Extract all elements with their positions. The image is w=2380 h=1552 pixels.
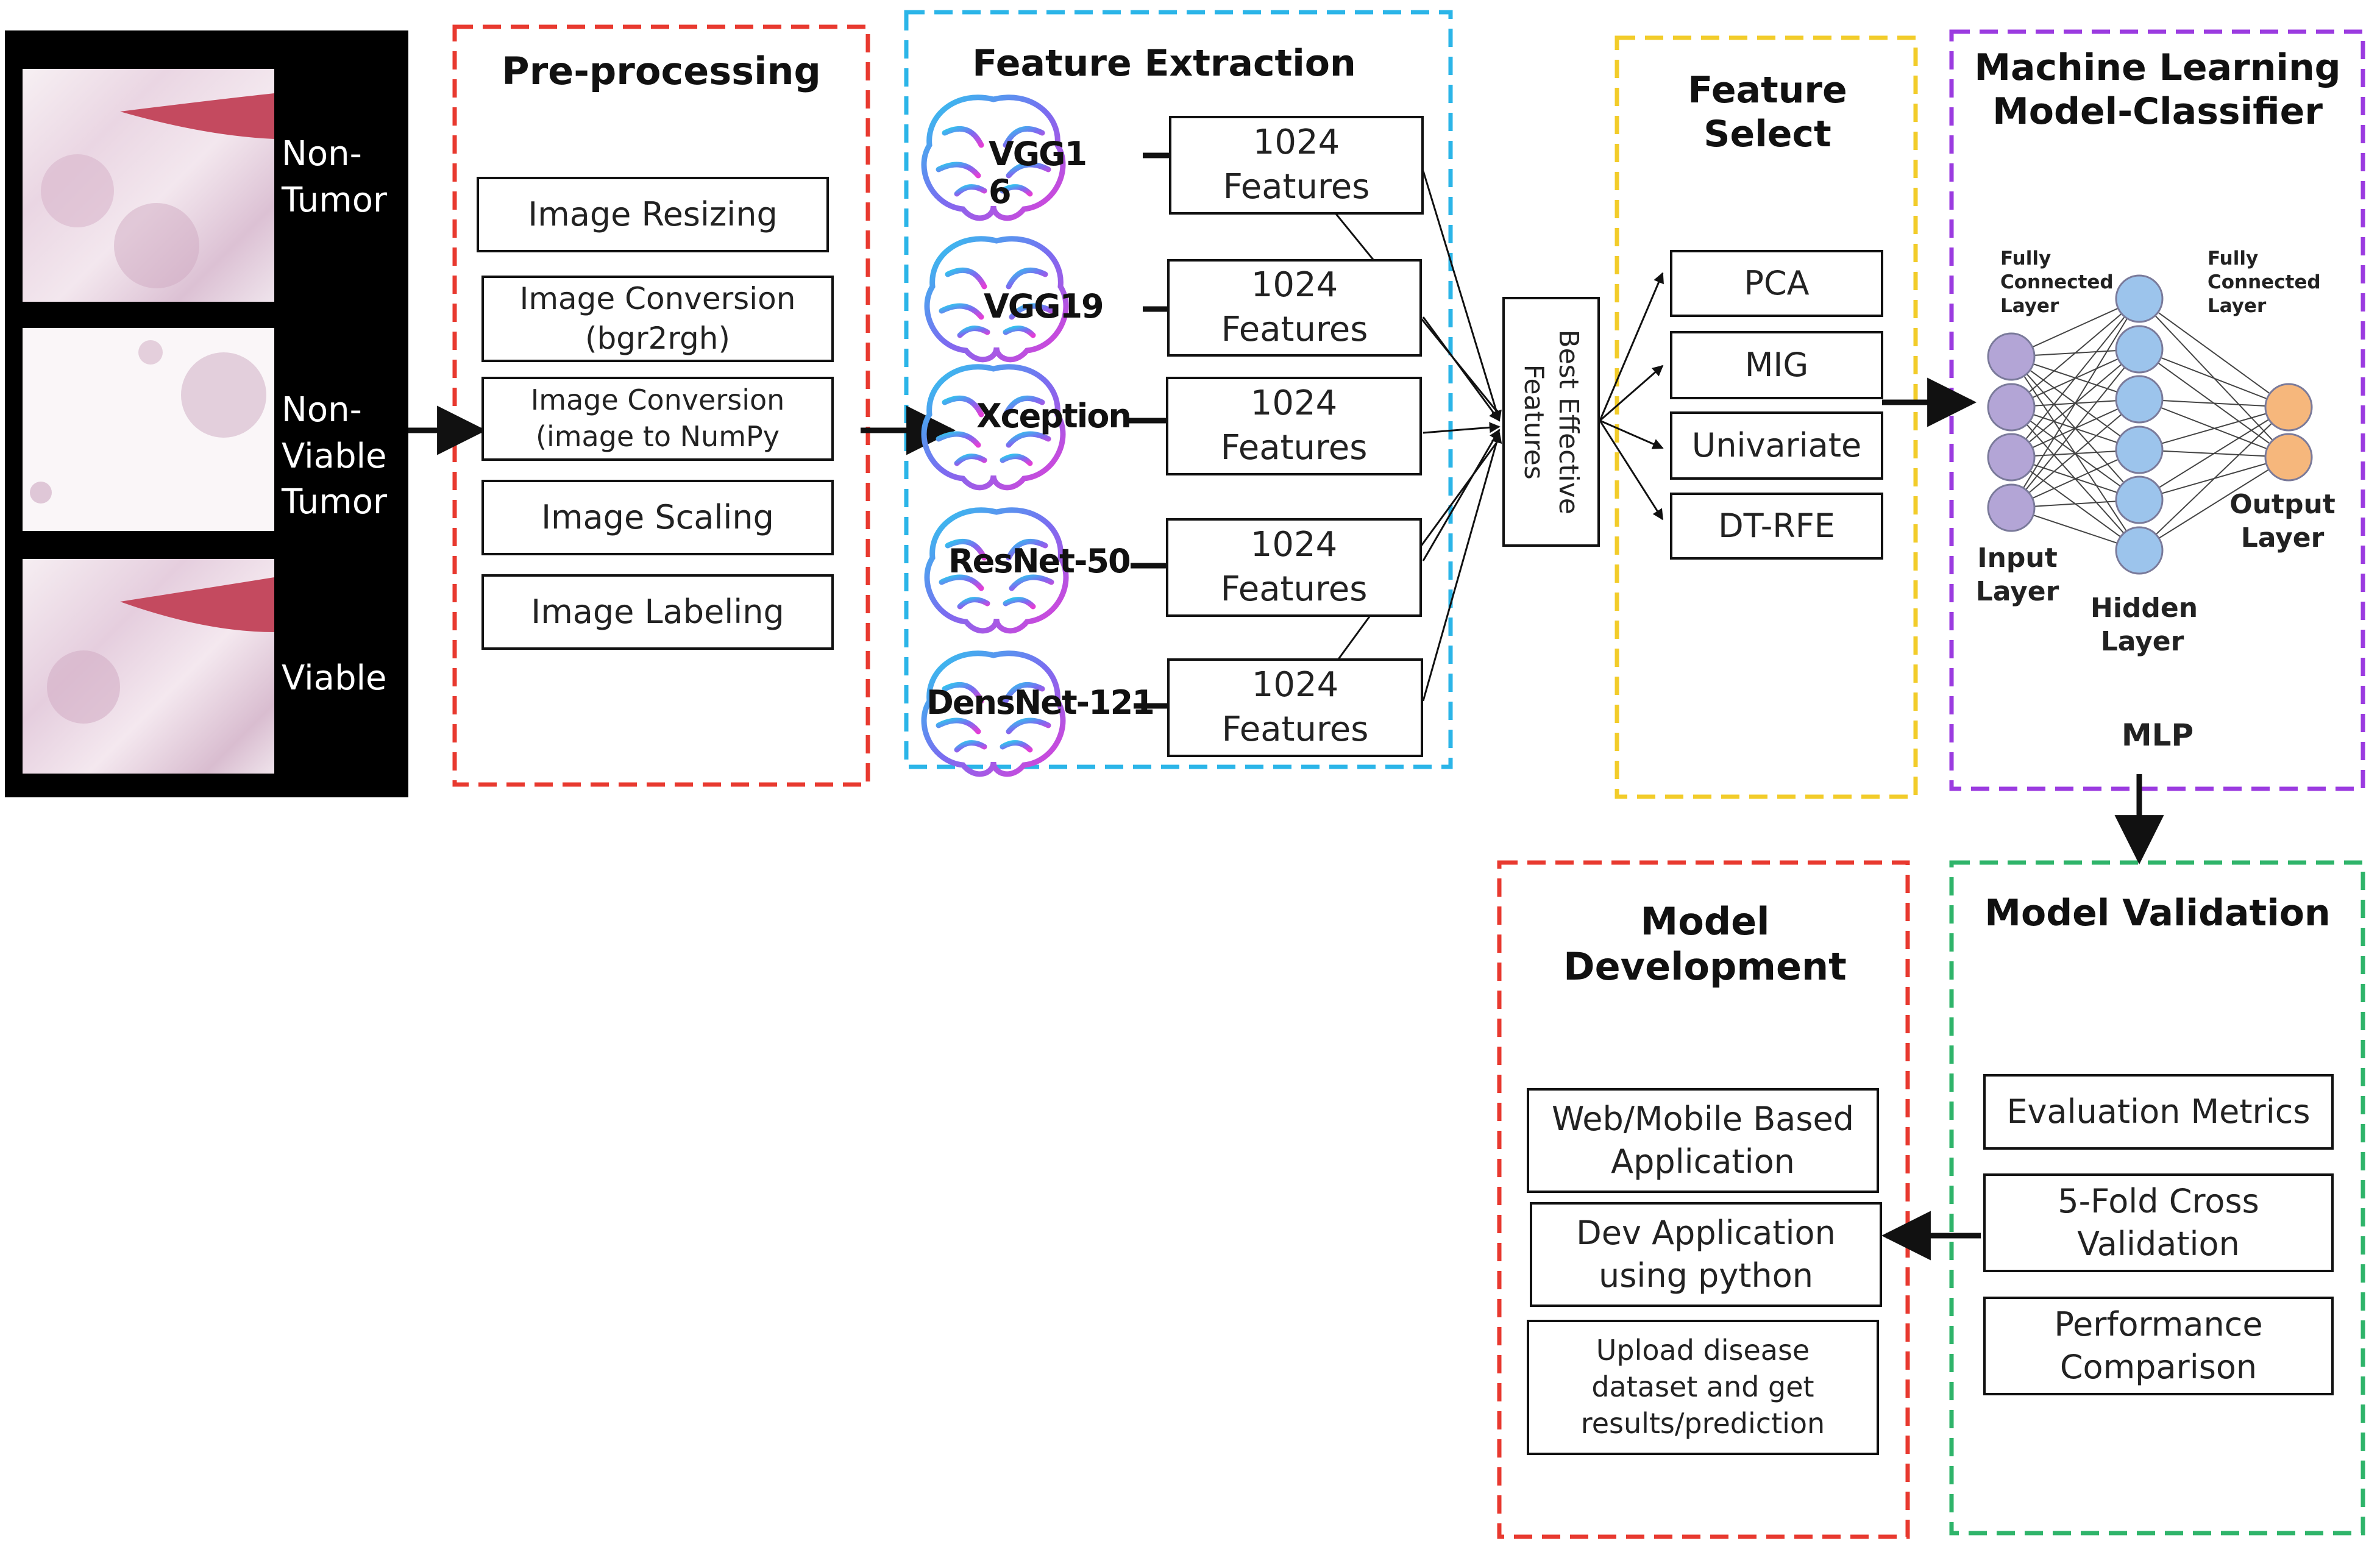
hidden-node-6: [2115, 526, 2164, 575]
fc-left-label: Fully Connected Layer: [2000, 247, 2114, 317]
tissue-image-non-viable-tumor: [23, 328, 274, 531]
step-image-conversion-bgr: Image Conversion (bgr2rgh): [481, 276, 834, 362]
input-node-4: [1987, 483, 2036, 532]
mlp-label: MLP: [2121, 717, 2194, 753]
brain-icons: [921, 94, 1069, 777]
features-box-densenet121: 1024 Features: [1167, 658, 1423, 757]
fc-right-label: Fully Connected Layer: [2208, 247, 2321, 317]
validation-evaluation-metrics: Evaluation Metrics: [1983, 1074, 2334, 1150]
step-image-resizing: Image Resizing: [477, 177, 829, 252]
selector-univariate: Univariate: [1670, 411, 1883, 480]
validation-5-fold-cv: 5-Fold Cross Validation: [1983, 1173, 2334, 1272]
preprocessing-title: Pre-processing: [502, 49, 821, 93]
brain-icon-vgg16: [921, 94, 1066, 221]
model-label-resnet50: ResNet-50: [948, 542, 1131, 580]
validation-performance-comparison: Performance Comparison: [1983, 1297, 2334, 1395]
input-node-2: [1987, 383, 2036, 432]
input-node-3: [1987, 433, 2036, 482]
output-layer-label: Output Layer: [2229, 489, 2336, 554]
hidden-node-2: [2115, 325, 2164, 374]
development-title: Model Development: [1563, 899, 1847, 989]
selector-fan-lines: [1599, 272, 1664, 521]
selector-mig: MIG: [1670, 331, 1883, 399]
dev-python-app: Dev Application using python: [1530, 1202, 1882, 1307]
mlp-network: [1987, 274, 2313, 575]
hidden-node-4: [2115, 425, 2164, 474]
tissue-image-non-tumor: [23, 69, 274, 302]
input-layer-label: Input Layer: [1975, 543, 2059, 607]
hidden-node-3: [2115, 375, 2164, 424]
step-image-labeling: Image Labeling: [481, 574, 834, 650]
feature-extraction-title: Feature Extraction: [972, 42, 1356, 85]
validation-title: Model Validation: [1984, 892, 2331, 934]
features-box-xception: 1024 Features: [1166, 377, 1422, 475]
feature-select-frame: [1614, 35, 1918, 799]
model-label-xception: Xception: [976, 397, 1132, 435]
output-node-1: [2264, 383, 2313, 432]
step-image-scaling: Image Scaling: [481, 480, 834, 555]
feature-extraction-frame: [904, 10, 1453, 769]
step-image-conversion-numpy: Image Conversion (image to NumPy: [481, 377, 834, 461]
feature-select-title: Feature Select: [1688, 69, 1847, 155]
features-box-vgg16: 1024 Features: [1169, 116, 1424, 215]
class-label-non-viable-tumor: Non- Viable Tumor: [282, 390, 388, 522]
dev-web-mobile-app: Web/Mobile Based Application: [1527, 1088, 1879, 1193]
development-frame: [1497, 860, 1910, 1539]
classifier-title: Machine Learning Model-Classifier: [1974, 46, 2341, 133]
selector-pca: PCA: [1670, 250, 1883, 317]
model-label-vgg16: VGG1 6: [989, 135, 1087, 212]
brain-icon-densenet121: [921, 650, 1066, 777]
brain-icon-vgg19: [924, 236, 1069, 363]
brain-icon-resnet50: [924, 507, 1069, 634]
output-node-2: [2264, 433, 2313, 482]
model-label-densenet121: DensNet-121: [926, 683, 1155, 722]
hidden-layer-label: Hidden Layer: [2090, 593, 2198, 657]
dev-upload-dataset: Upload disease dataset and get results/p…: [1527, 1320, 1879, 1455]
brain-icon-xception: [921, 364, 1066, 491]
classifier-frame: [1949, 29, 2365, 791]
class-label-non-tumor: Non- Tumor: [282, 134, 388, 220]
hidden-node-1: [2115, 274, 2164, 323]
hidden-node-5: [2115, 475, 2164, 524]
class-label-viable: Viable: [282, 658, 387, 698]
best-effective-features-box: Best Effective Features: [1502, 297, 1600, 547]
features-box-vgg19: 1024 Features: [1167, 259, 1422, 357]
input-node-1: [1987, 332, 2036, 381]
selector-dt-rfe: DT-RFE: [1670, 493, 1883, 560]
model-label-vgg19: VGG19: [984, 287, 1104, 326]
features-box-resnet50: 1024 Features: [1166, 518, 1422, 617]
best-effective-features-label: Best Effective Features: [1518, 329, 1585, 514]
tissue-image-viable: [23, 559, 274, 774]
